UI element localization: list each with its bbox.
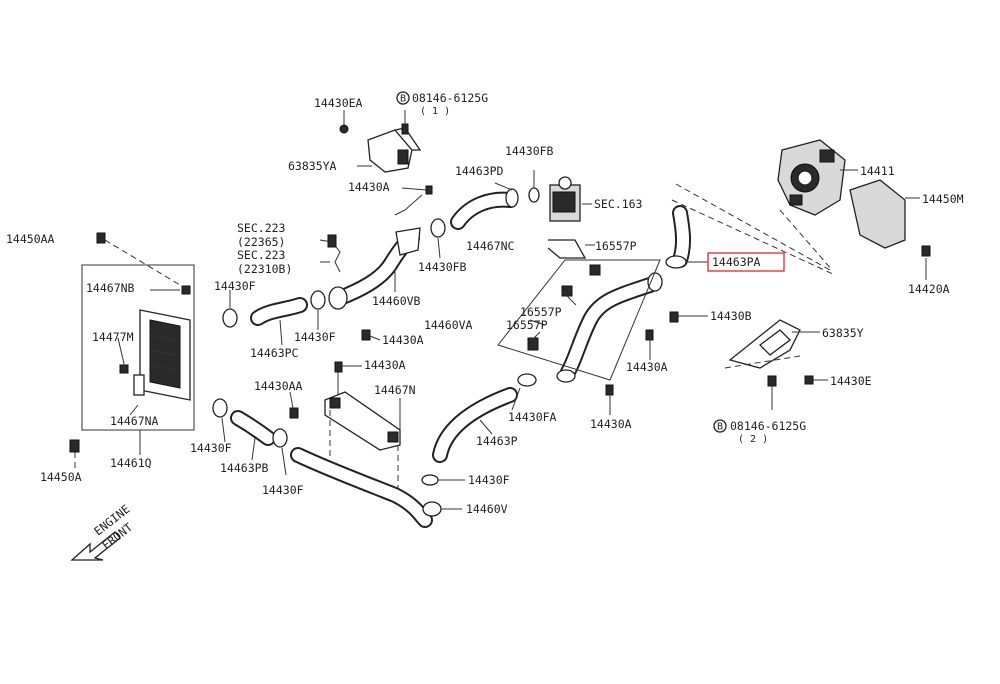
label-sec163: SEC.163 [594,197,643,211]
intercooler-14461q [119,285,191,401]
pipe-14460vb [328,218,446,341]
label-14450aa: 14450AA [6,232,55,246]
highlight-box [707,252,785,272]
label-14463p: 14463P [476,434,518,448]
marker-b-low: B [717,422,723,433]
label-16557p-low: 16557P [506,318,548,332]
label-14430a-c: 14430A [364,358,406,372]
label-14430a-low: 14430A [590,417,632,431]
label-14430f-d: 14430F [262,483,304,497]
label-14430a-mid: 14430A [382,333,424,347]
hose-14463p [432,373,537,463]
label-14430ea: 14430EA [314,96,363,110]
turbocharger-14411 [777,139,846,216]
label-14460va: 14460VA [424,318,473,332]
label-08146-top-qty: ( 1 ) [420,106,450,117]
label-14430e: 14430E [830,374,872,388]
label-14467na: 14467NA [110,414,159,428]
hose-14463pa [665,205,691,269]
label-22310b: (22310B) [237,262,292,276]
label-sec223-b: SEC.223 [237,248,286,262]
bolt-marker-icon [396,91,410,105]
label-22365: (22365) [237,235,285,249]
label-14467n: 14467N [374,383,416,397]
hose-14463pd [450,187,540,230]
label-14430fa: 14430FA [508,410,557,424]
label-14467nb: 14467NB [86,281,135,295]
hose-14463pc [222,290,326,328]
label-14430aa: 14430AA [254,379,303,393]
bolt-marker-icon [713,419,727,433]
marker-b-top: B [400,94,406,105]
bracket-63835ya [339,123,433,195]
label-14460v: 14460V [466,502,508,516]
label-08146-low: 08146-6125G [730,419,806,433]
pipe-14460v [290,447,442,528]
label-14430a-r: 14430A [626,360,668,374]
label-14430b: 14430B [710,309,752,323]
label-sec223-a: SEC.223 [237,221,286,235]
heat-shield-14450m [849,179,931,257]
label-08146-top: 08146-6125G [412,91,488,105]
label-14461q: 14461Q [110,456,152,470]
label-14467nc: 14467NC [466,239,515,253]
label-14463pc: 14463PC [250,346,299,360]
label-63835y: 63835Y [822,326,864,340]
label-14477m: 14477M [92,330,134,344]
hose-14463pb [212,398,288,448]
label-14430f-e: 14430F [468,473,510,487]
intercooler-frame [81,264,195,431]
label-14450m: 14450M [922,192,964,206]
label-14463pb: 14463PB [220,461,269,475]
label-14430f-b: 14430F [294,330,336,344]
label-14420a: 14420A [908,282,950,296]
label-14430fb-mid: 14430FB [418,260,467,274]
label-14430f-a: 14430F [214,279,256,293]
label-16557p-mid: 16557P [520,305,562,319]
bracket-63835y [728,319,814,387]
label-14430fb-top: 14430FB [505,144,554,158]
label-14450a: 14450A [40,470,82,484]
bracket-14467n [289,361,401,451]
label-08146-low-qty: ( 2 ) [738,434,768,445]
engine-front-arrow-icon [70,531,121,561]
label-16557p-top: 16557P [595,239,637,253]
label-14430f-c: 14430F [190,441,232,455]
label-14460vb: 14460VB [372,294,421,308]
pipe-14460va [527,264,663,383]
throttle-body-sec163 [549,176,581,222]
label-14463pa-highlighted: 14463PA [712,255,761,269]
label-14463pd: 14463PD [455,164,504,178]
label-63835ya: 63835YA [288,159,337,173]
label-14411: 14411 [860,164,895,178]
label-14430a-top: 14430A [348,180,390,194]
